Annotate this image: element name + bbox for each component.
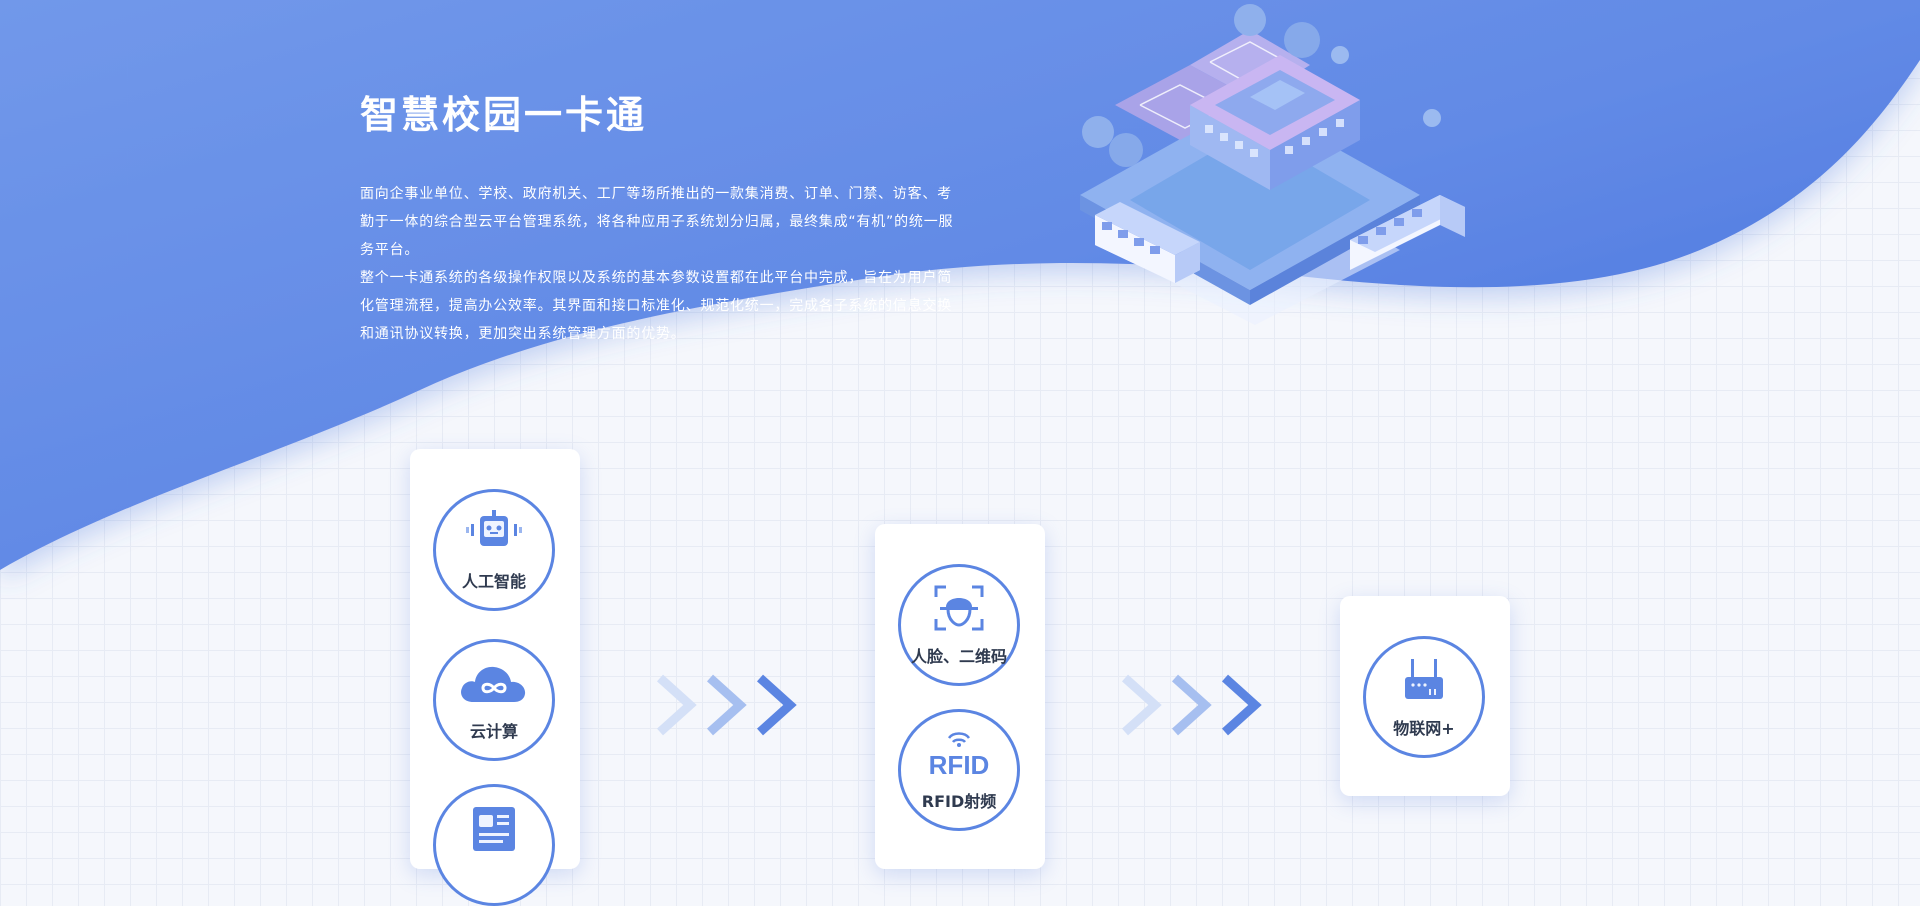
feature-rfid[interactable]: RFID RFID射频 [898,709,1020,831]
robot-icon [466,510,522,546]
rfid-logo-text: RFID [929,750,990,780]
chevron-arrow-icon [1121,674,1262,736]
feature-label: 物联网+ [1393,719,1455,738]
hero-description: 面向企事业单位、学校、政府机关、工厂等场所推出的一款集消费、订单、门禁、访客、考… [360,180,964,348]
feature-label: 云计算 [469,722,518,741]
chevron-arrow-icon [656,674,797,736]
feature-label: RFID射频 [921,792,997,811]
feature-label: 人工智能 [461,572,526,591]
router-icon [1405,659,1443,699]
feature-cloud[interactable]: 云计算 [433,639,555,761]
feature-card-identity: 人脸、二维码 RFID RFID射频 [875,524,1045,869]
campus-illustration [1080,4,1465,325]
feature-label: 人脸、二维码 [910,647,1007,666]
feature-card-tech: 人工智能 云计算 [410,449,580,906]
rfid-signal-icon: RFID [929,732,990,780]
hero-title: 智慧校园一卡通 [360,93,648,137]
feature-ai[interactable]: 人工智能 [433,489,555,611]
cloud-infinity-icon [461,666,526,702]
hero-wave-background [0,0,1920,570]
hero-paragraph-2: 整个一卡通系统的各级操作权限以及系统的基本参数设置都在此平台中完成，旨在为用户简… [360,270,952,342]
hero-paragraph-1: 面向企事业单位、学校、政府机关、工厂等场所推出的一款集消费、订单、门禁、访客、考… [360,186,954,258]
feature-iot[interactable]: 物联网+ [1363,636,1485,758]
report-card-icon [473,807,515,851]
face-scan-icon [934,585,984,631]
feature-face-qr[interactable]: 人脸、二维码 [898,564,1020,686]
feature-card-iot: 物联网+ [1340,596,1510,796]
feature-report[interactable] [433,784,555,906]
